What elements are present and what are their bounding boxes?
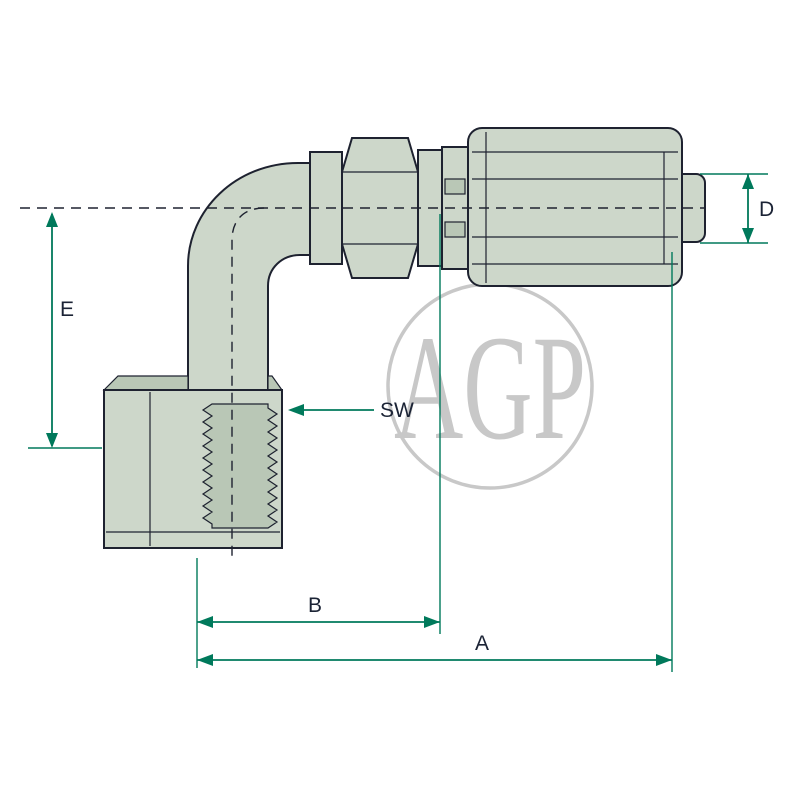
watermark-text: AGP bbox=[394, 305, 586, 471]
internal-thread-section bbox=[201, 403, 279, 529]
vertical-centerline bbox=[231, 207, 265, 560]
sw-arrow-left-icon bbox=[288, 404, 304, 416]
dimension-a: A bbox=[197, 252, 673, 672]
bottom-hex-nut bbox=[102, 375, 284, 549]
dimension-sw-label: SW bbox=[380, 399, 414, 422]
nut-chamfer-left bbox=[102, 375, 189, 391]
elbow-tube bbox=[187, 162, 317, 391]
dimension-d-label: D bbox=[759, 198, 774, 221]
e-arrow-down-icon bbox=[46, 433, 58, 448]
watermark: AGP bbox=[386, 282, 594, 490]
b-arrow-right-icon bbox=[424, 616, 440, 628]
ferrule-end-nipple bbox=[681, 173, 706, 243]
dimension-a-label: A bbox=[475, 632, 489, 655]
d-arrow-down-icon bbox=[742, 228, 754, 243]
elbow-tube-body bbox=[187, 162, 317, 391]
dimension-d: D bbox=[700, 173, 774, 244]
centerlines bbox=[20, 207, 706, 560]
adapter-notch-top bbox=[444, 178, 466, 195]
adapter-notch-bottom bbox=[444, 221, 466, 238]
a-arrow-right-icon bbox=[656, 654, 672, 666]
dimension-b-label: B bbox=[308, 594, 322, 617]
d-arrow-up-icon bbox=[742, 174, 754, 189]
a-arrow-left-icon bbox=[197, 654, 213, 666]
adapter-section bbox=[417, 146, 469, 270]
e-arrow-up-icon bbox=[46, 212, 58, 227]
dimension-e: E bbox=[28, 212, 102, 449]
crimp-ferrule bbox=[467, 127, 706, 287]
dimension-b: B bbox=[196, 214, 441, 668]
dimension-e-label: E bbox=[60, 298, 74, 321]
b-arrow-left-icon bbox=[197, 616, 213, 628]
nut-chamfer-right bbox=[267, 375, 284, 391]
dimension-sw: SW bbox=[288, 399, 414, 422]
